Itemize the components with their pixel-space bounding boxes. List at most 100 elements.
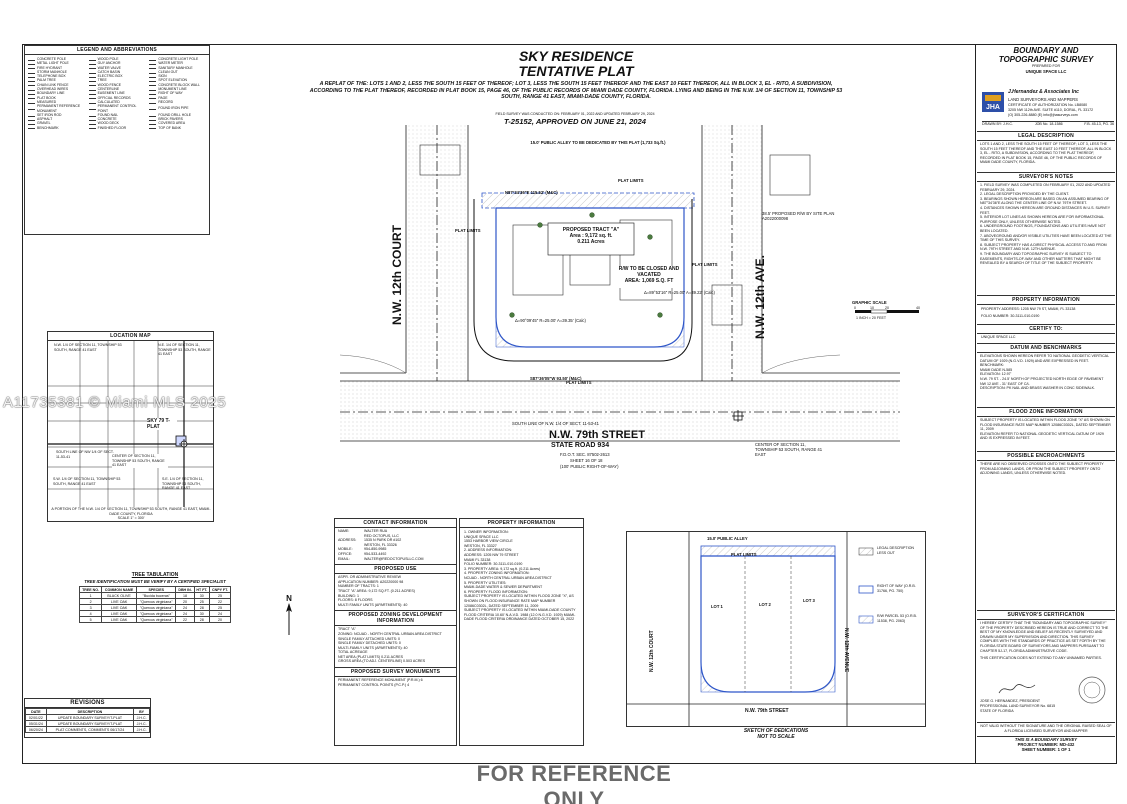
legend-label: OVERHEAD WIRES <box>37 87 69 92</box>
legend-label: WOOD FENCE <box>97 82 122 87</box>
datum-line: ELEVATION: 12.97' <box>980 372 1012 377</box>
legend-label: STORM MANHOLE <box>37 69 67 74</box>
legend-label: CONCRETE <box>97 117 117 122</box>
tree-table-note: TREE IDENTIFICATION MUST BE VERIFY BY A … <box>84 579 226 584</box>
legend-item: BRICK PAVERS <box>149 117 206 121</box>
legend-title: LEGEND AND ABBREVIATIONS <box>25 46 209 55</box>
legend-label: RECORD <box>158 99 174 104</box>
legend-label: BENCHMARK <box>37 125 59 130</box>
legend-symbol <box>28 126 35 130</box>
legend-symbol <box>149 114 157 117</box>
certify-box: CERTIFY TO: UNIQUE SPACE LLC <box>977 324 1115 342</box>
legend-label: ASPHALT <box>37 117 53 122</box>
legend-label: TOP OF BANK <box>158 125 182 130</box>
drawn-by: DRAWN BY: J.H.C. <box>982 122 1014 126</box>
legend-label: CLEAN OUT <box>158 69 178 74</box>
legend-label: CATCH BASIN <box>97 69 121 74</box>
contact-key: ADDRESS: <box>338 538 357 543</box>
surveyor-note: 3. BEARINGS SHOWN HEREON ARE BASED ON AN… <box>980 196 1110 206</box>
contact-value: 954-533-4492 <box>364 551 387 556</box>
company-cert: CERTIFICATE OF AUTHORIZATION No. LB8080 <box>1008 103 1088 107</box>
ded-alley: 15.0' PUBLIC ALLEY <box>707 536 748 541</box>
legend-symbol <box>28 107 35 111</box>
legend-symbol <box>149 101 157 104</box>
property-info-line: NCUAD - NORTH CENTRAL URBAN AREA DISTRIC… <box>464 575 552 580</box>
legend-label: BOUNDARY LINE <box>37 91 65 96</box>
flood-box: FLOOD ZONE INFORMATION SUBJECT PROPERTY … <box>977 407 1115 449</box>
dedications-caption-2: NOT TO SCALE <box>757 734 795 740</box>
legend-item: METAL LIGHT POLE <box>28 61 85 65</box>
monument-line: PERMANENT REFERENCE MONUMENT (P.R.M.) 6 <box>338 678 423 683</box>
legend-item: PERMANENT CONTROL POINT <box>88 104 146 113</box>
legend-item: WOOD POLE <box>88 57 146 61</box>
ded-plat-limits: PLAT LIMITS <box>731 552 757 557</box>
legend-label: RIGHT OF WAY <box>158 91 183 96</box>
tract-a-name: PROPOSED TRACT "A" <box>562 227 620 233</box>
zoning-line: MULTI-FAMILY UNITS (APARTMENTS): 40 <box>338 645 408 650</box>
legend-item: COVERED AREA <box>149 121 206 125</box>
location-map-title: LOCATION MAP <box>48 332 213 341</box>
legend-item: PALM TREE <box>28 78 85 82</box>
legend-label: PERMANENT CONTROL POINT <box>97 104 137 113</box>
legend-item: WOOD DECK <box>88 121 146 125</box>
dedications-drawing <box>627 532 925 726</box>
alley-label: 15.0' PUBLIC ALLEY TO BE DEDICATED BY TH… <box>530 140 666 145</box>
proposed-use-line: BUILDING: 1 <box>338 593 359 598</box>
legend-symbol <box>149 62 157 65</box>
legend-symbol <box>88 58 96 61</box>
legend-item: CALCULATED <box>88 100 146 104</box>
property-info-line: 4. PROPERTY ZONING INFORMATION: <box>464 571 530 576</box>
encroach-text: THERE ARE NO OBSERVED CROSSES ONTO THE S… <box>980 462 1104 476</box>
ded-lot-1: LOT 1 <box>711 604 723 609</box>
legend-symbol <box>88 118 96 121</box>
property-info-box: PROPERTY INFORMATION 1. OWNER INFORMATIO… <box>459 518 584 746</box>
flood-line: SUBJECT PROPERTY IS LOCATED WITHIN FLOOD… <box>980 418 1111 432</box>
title-line-2: TENTATIVE PLAT <box>518 63 634 79</box>
tract-a-acres: 0.211 Acres <box>577 239 605 245</box>
legend-label: TELEPHONE BOX <box>37 74 66 79</box>
legend-symbol <box>88 66 96 70</box>
legend-item: SET IRON ROD <box>28 113 85 117</box>
map-label-center: CENTER OF SECTION 11, TOWNSHIP 53 SOUTH,… <box>112 454 168 468</box>
fdot-sheet: SHEET 16 OF 18 <box>570 458 603 463</box>
property-box-address: PROPERTY ADDRESS: 1205 NW 79 ST, MIAMI, … <box>981 307 1076 311</box>
title-block-header: BOUNDARY AND TOPOGRAPHIC SURVEY PREPARED… <box>978 46 1114 74</box>
state-road: STATE ROAD 934 <box>551 442 610 449</box>
legend-label: METAL LIGHT POLE <box>37 61 69 66</box>
legend-symbol <box>28 96 35 100</box>
legend-item: FIRE HYDRANT <box>28 66 85 70</box>
ded-street-east: N.W. 12th AVENUE <box>843 628 849 673</box>
property-info-line: 6. PROPERTY FLOOD INFORMATION: <box>464 589 528 594</box>
south-line-note: SOUTH LINE OF N.W. 1/4 OF SECT. 11-53-41 <box>512 421 599 426</box>
legend-label: WOOD POLE <box>97 57 119 61</box>
flood-title: FLOOD ZONE INFORMATION <box>977 408 1115 417</box>
company-address: 3205 NW 112th AVE. SUITE #110, DORAL, FL… <box>1008 108 1094 112</box>
property-box-folio: FOLIO NUMBER: 30-3111-010-0190 <box>981 313 1040 318</box>
property-info-line: ADDRESS: 1205 NW 79 STREET <box>464 552 519 557</box>
legend-symbol <box>28 101 35 104</box>
legend-item: BOUNDARY LINE <box>28 91 85 95</box>
tract-a-label: PROPOSED TRACT "A" Area : 9,172 sq. ft. … <box>548 227 634 245</box>
proposed-use-title: PROPOSED USE <box>335 564 456 575</box>
zoning-line: TOTAL ACREAGE <box>338 650 368 655</box>
legend-label: PALM TREE <box>37 78 56 83</box>
contact-value: WALTER@REDOCTOPUSLLC.COM <box>364 556 424 561</box>
contact-row: ADDRESS:1535 N PARK DR #102 <box>338 538 453 543</box>
datum-line: N.W. 79 ST. - 24.5' NORTH OF PROJECTED N… <box>980 376 1104 381</box>
company-block: JHA J.Hernandez & Associates Inc LAND SU… <box>980 88 1114 130</box>
revision-cell: PLAT COMMENTS, COMMENTS 06/17/24 <box>45 726 135 733</box>
property-info-title: PROPERTY INFORMATION <box>460 519 583 528</box>
contact-row: OFFICE:954-533-4492 <box>338 552 453 557</box>
legend-label: OFFICIAL RECORDS <box>97 95 131 100</box>
surveyor-seal-icon <box>1078 676 1106 704</box>
legend-item: SIGN <box>149 74 206 78</box>
north-arrow-icon <box>286 603 292 635</box>
certification-box: SURVEYOR'S CERTIFICATION I HEREBY CERTIF… <box>977 610 1115 722</box>
legend-item: PAGE <box>149 96 206 100</box>
legend-symbol <box>88 92 96 96</box>
map-label-site: SKY 79 T-PLAT <box>147 418 177 430</box>
legend-item: GRAVEL <box>28 121 85 125</box>
legend-item: MEASURED <box>28 100 85 104</box>
